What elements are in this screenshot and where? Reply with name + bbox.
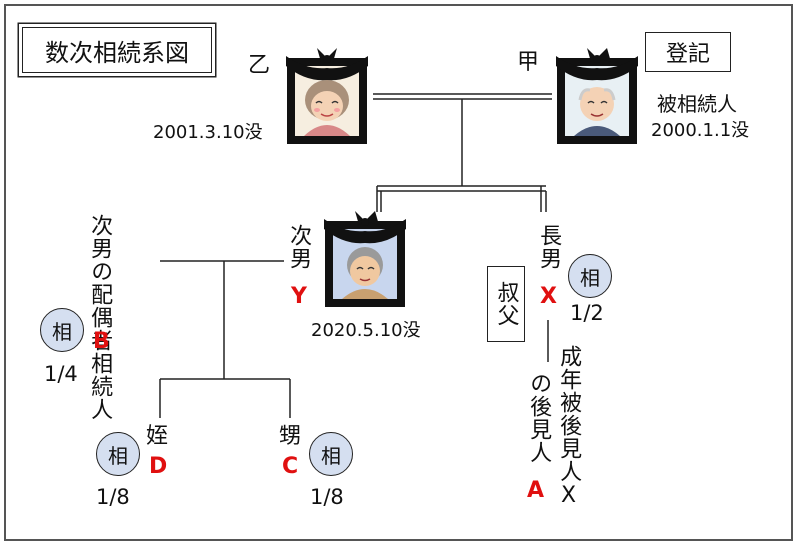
- oi-letter: C: [282, 454, 299, 479]
- spouse-badge-text: 相: [52, 319, 72, 344]
- registration-box: 登記: [645, 32, 731, 72]
- kou-name: 甲: [517, 50, 540, 75]
- spouse-relation: 次男の配偶者相続人: [87, 214, 113, 421]
- guardian-letter: A: [527, 478, 545, 503]
- chonan-badge-text: 相: [580, 265, 600, 290]
- mei-badge-text: 相: [108, 443, 128, 468]
- chonan-share: 1/2: [570, 301, 604, 325]
- mei-relation: 姪: [146, 424, 169, 449]
- oi-share: 1/8: [310, 485, 344, 509]
- uncle-box: 叔父: [487, 266, 525, 342]
- chonan-relation: 長男: [536, 224, 562, 270]
- diagram-title: 数次相続系図: [22, 27, 212, 73]
- chonan-letter: X: [540, 284, 557, 309]
- kou-portrait: [556, 48, 646, 150]
- uncle-label: 叔父: [493, 281, 519, 327]
- spouse-letter: B: [93, 329, 110, 354]
- otsu-name: 乙: [248, 53, 271, 78]
- oi-heir-badge: 相: [309, 432, 353, 476]
- mei-heir-badge: 相: [96, 432, 140, 476]
- oi-badge-text: 相: [321, 443, 341, 468]
- otsu-date: 2001.3.10没: [153, 122, 263, 143]
- spouse-heir-badge: 相: [40, 308, 84, 352]
- jinan-letter: Y: [291, 284, 307, 309]
- jinan-portrait: [324, 211, 414, 313]
- title-text: 数次相続系図: [45, 38, 189, 67]
- registration-label: 登記: [665, 42, 710, 67]
- kou-role: 被相続人: [657, 92, 737, 116]
- diagram-frame: [4, 4, 793, 541]
- guardian-relation: 成年被後見人X: [556, 345, 582, 509]
- mei-letter: D: [149, 454, 168, 479]
- mei-share: 1/8: [96, 485, 130, 509]
- jinan-relation: 次男: [286, 224, 312, 270]
- otsu-portrait: [286, 48, 376, 150]
- jinan-date: 2020.5.10没: [311, 320, 421, 341]
- oi-relation: 甥: [279, 424, 302, 449]
- kou-date: 2000.1.1没: [651, 120, 750, 141]
- spouse-share: 1/4: [44, 362, 78, 386]
- guardian-sub: の後見人: [526, 372, 552, 464]
- chonan-heir-badge: 相: [568, 254, 612, 298]
